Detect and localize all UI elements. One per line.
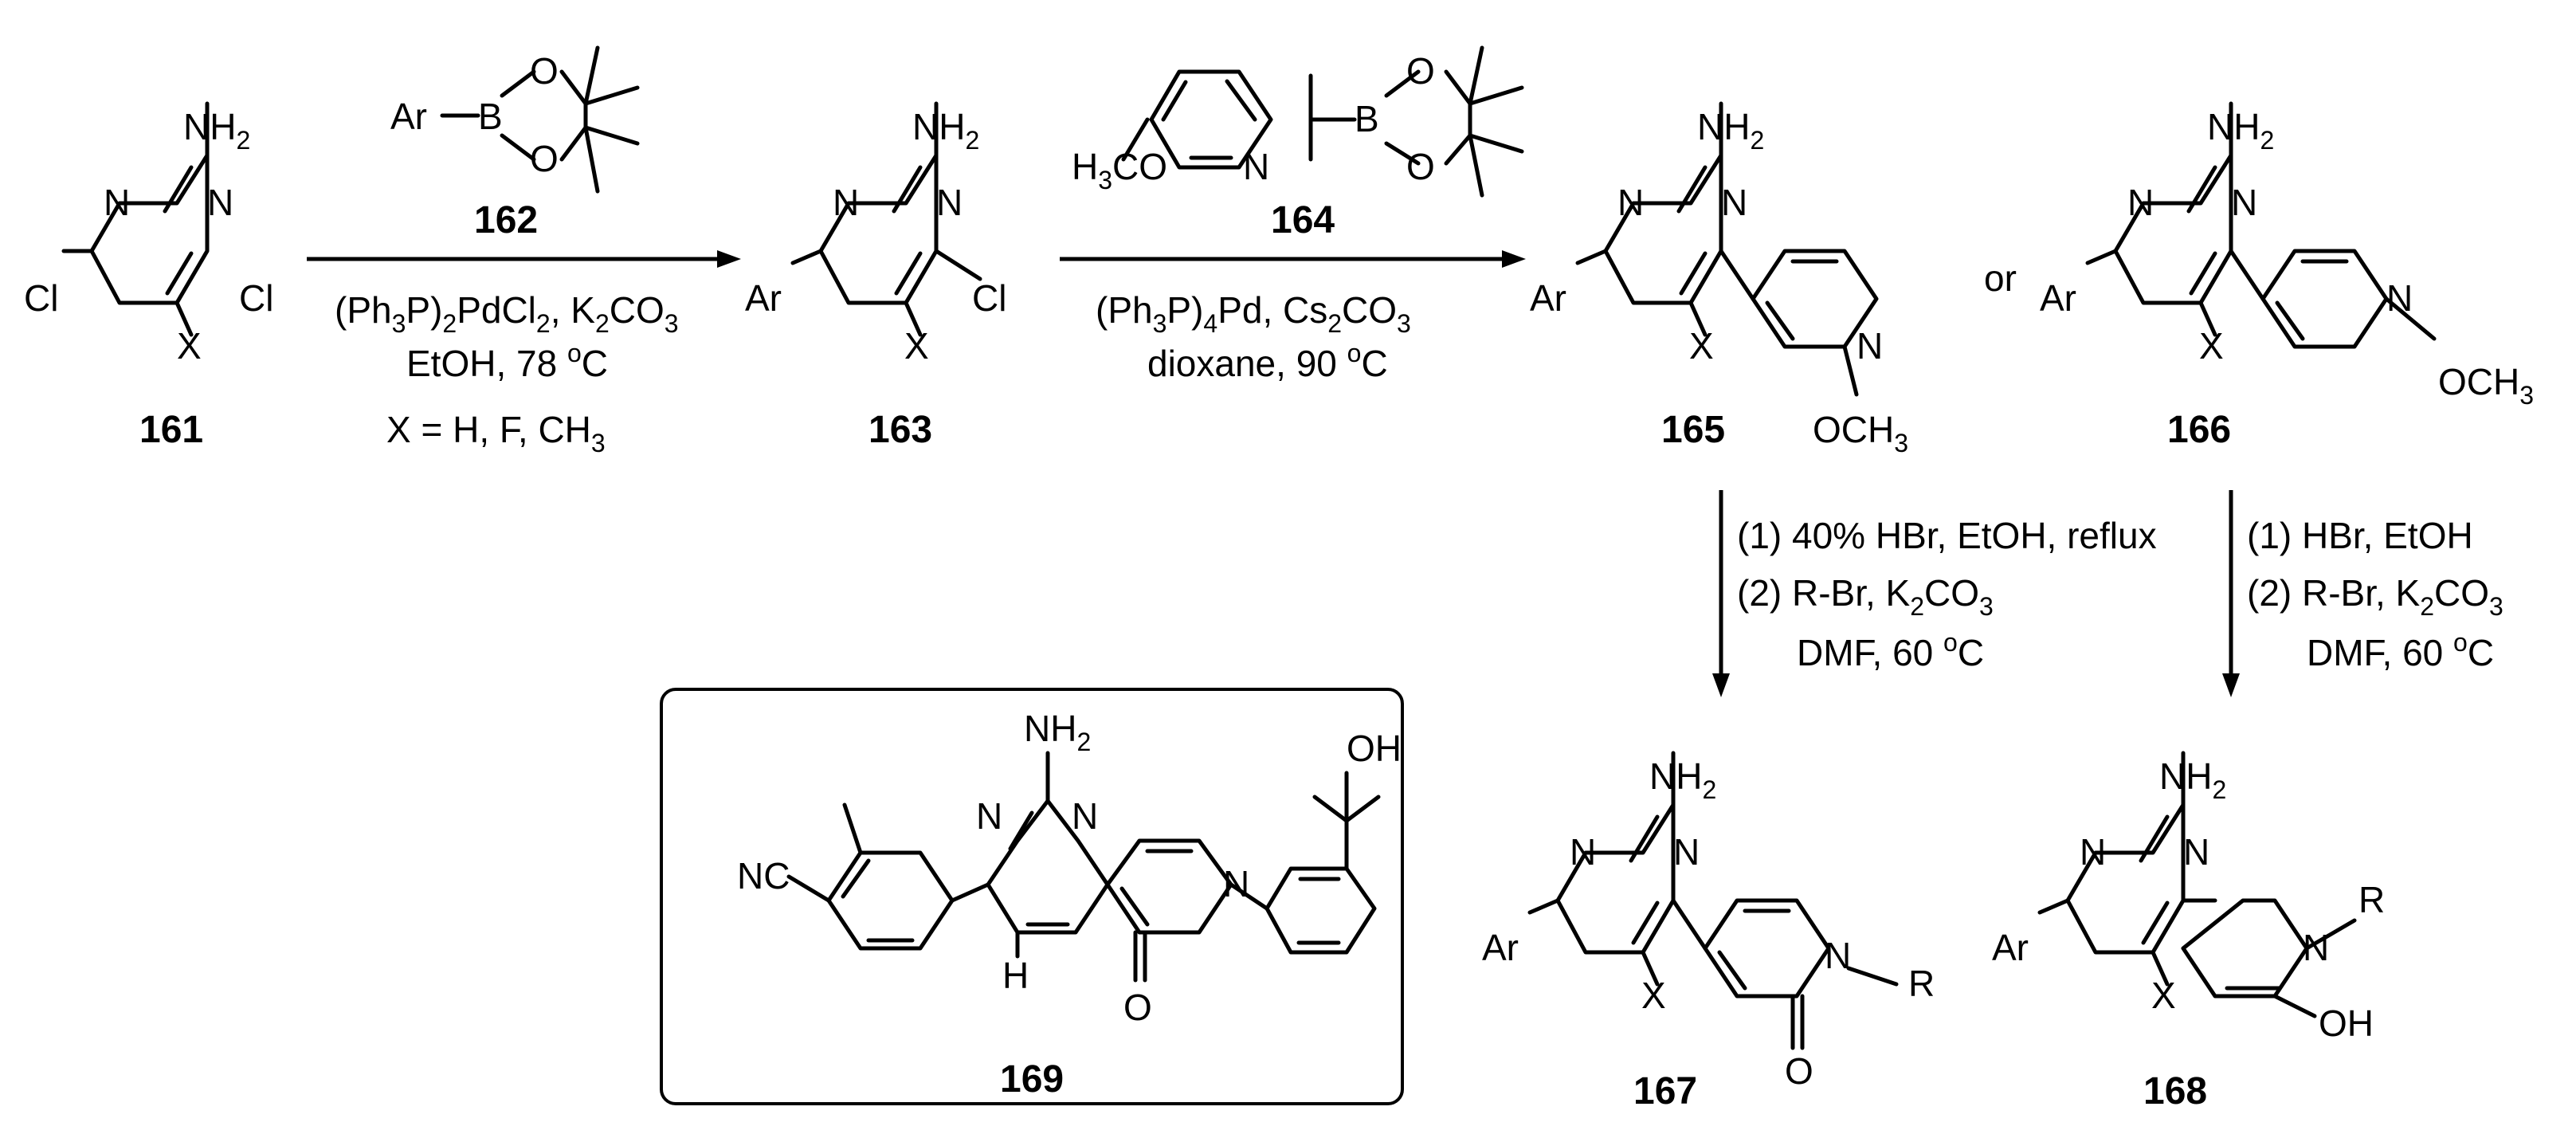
oxygen-label: O	[1123, 987, 1152, 1028]
x-substituent-label: X	[904, 325, 929, 367]
amine-label: NH2	[1649, 755, 1716, 804]
hydrogen-label: H	[1002, 955, 1029, 996]
nitrogen-label: N	[1721, 182, 1747, 223]
nitrogen-label: N	[1223, 863, 1249, 904]
conditions-step-1: (Ph3P)2PdCl2, K2CO3 EtOH, 78 oC X = H, F…	[335, 289, 679, 457]
x-substituent-label: X	[2151, 975, 2176, 1016]
aryl-label: Ar	[745, 277, 782, 319]
reaction-arrow-2	[1060, 250, 1526, 268]
compound-169-box: NH2 N N NC H N O OH 169	[660, 688, 1404, 1105]
oxygen-label: O	[1406, 146, 1435, 187]
nitrogen-label: N	[2386, 277, 2413, 319]
methoxy-label: OCH3	[2438, 361, 2534, 410]
compound-162: Ar B O O 162	[390, 45, 640, 241]
x-substituent-label: X	[177, 325, 202, 367]
chloro-label: Cl	[239, 277, 273, 319]
compound-number: 168	[2143, 1070, 2207, 1112]
nitrogen-label: N	[1570, 831, 1596, 873]
nitrogen-label: N	[2183, 831, 2209, 873]
reaction-arrow-3	[1712, 490, 1730, 697]
svg-text:dioxane, 90 oC: dioxane, 90 oC	[1147, 339, 1388, 384]
nitrogen-label: N	[2080, 831, 2106, 873]
nitrogen-label: N	[976, 795, 1002, 837]
r-group-label: R	[1908, 963, 1935, 1004]
svg-text:X = H, F, CH3: X = H, F, CH3	[386, 409, 606, 457]
nitrogen-label: N	[1617, 182, 1644, 223]
x-substituent-label: X	[2199, 325, 2224, 367]
nitrogen-label: N	[2231, 182, 2257, 223]
svg-text:EtOH, 78 oC: EtOH, 78 oC	[406, 339, 608, 384]
svg-text:(Ph3P)2PdCl2, K2CO3: (Ph3P)2PdCl2, K2CO3	[335, 289, 679, 338]
reaction-arrow-1	[307, 250, 741, 268]
x-substituent-label: X	[1689, 325, 1714, 367]
nitrogen-label: N	[1673, 831, 1700, 873]
compound-number: 166	[2167, 409, 2231, 451]
compound-166: NH2 N N Ar X N OCH3 166	[2040, 101, 2534, 451]
conditions-step-2: (Ph3P)4Pd, Cs2CO3 dioxane, 90 oC	[1096, 289, 1411, 384]
nitrogen-label: N	[936, 182, 963, 223]
reaction-arrow-4	[2222, 490, 2240, 697]
compound-number: 165	[1661, 409, 1725, 451]
oxygen-label: O	[530, 138, 559, 179]
nitrogen-label: N	[1072, 795, 1098, 837]
compound-number: 167	[1633, 1070, 1697, 1112]
conditions-step-4: (1) HBr, EtOH (2) R-Br, K2CO3 DMF, 60 oC	[2247, 515, 2503, 673]
svg-text:(Ph3P)4Pd, Cs2CO3: (Ph3P)4Pd, Cs2CO3	[1096, 289, 1411, 338]
compound-number: 169	[1000, 1058, 1064, 1101]
compound-number: 163	[868, 409, 932, 451]
nitrogen-label: N	[207, 182, 233, 223]
hydroxyl-label: OH	[1347, 728, 1402, 769]
svg-text:DMF, 60 oC: DMF, 60 oC	[2307, 628, 2494, 673]
svg-text:(2) R-Br, K2CO3: (2) R-Br, K2CO3	[1737, 572, 1994, 621]
nitrogen-label: N	[2303, 927, 2329, 968]
svg-text:DMF, 60 oC: DMF, 60 oC	[1797, 628, 1984, 673]
nitrogen-label: N	[833, 182, 859, 223]
aryl-label: Ar	[1530, 277, 1566, 319]
x-substituent-label: X	[1641, 975, 1666, 1016]
amine-label: NH2	[183, 106, 250, 155]
aryl-label: Ar	[1992, 927, 2029, 968]
aryl-label: Ar	[390, 96, 427, 137]
compound-168: NH2 N N Ar X N R OH 168	[1992, 751, 2385, 1112]
chloro-label: Cl	[24, 277, 58, 319]
oxygen-label: O	[1785, 1050, 1813, 1092]
nitrogen-label: N	[1243, 146, 1269, 187]
nitrogen-label: N	[1825, 935, 1851, 976]
conditions-step-3: (1) 40% HBr, EtOH, reflux (2) R-Br, K2CO…	[1737, 515, 2157, 673]
svg-text:(2) R-Br, K2CO3: (2) R-Br, K2CO3	[2247, 572, 2503, 621]
amine-label: NH2	[1697, 106, 1764, 155]
boron-label: B	[1355, 98, 1379, 139]
boron-label: B	[478, 96, 503, 137]
nitrogen-label: N	[1857, 325, 1883, 367]
compound-number: 161	[139, 409, 203, 451]
r-group-label: R	[2358, 879, 2385, 920]
compound-164: H3CO N B O O 164	[1072, 45, 1524, 241]
compound-161: NH2 N N Cl Cl X 161	[24, 101, 273, 451]
svg-text:(1) 40% HBr, EtOH, reflux: (1) 40% HBr, EtOH, reflux	[1737, 515, 2157, 556]
compound-165: NH2 N N Ar X N OCH3 165	[1530, 101, 1908, 457]
amine-label: NH2	[1024, 708, 1091, 756]
aryl-label: Ar	[2040, 277, 2076, 319]
methoxy-label: OCH3	[1813, 409, 1908, 457]
or-connector: or	[1984, 257, 2017, 299]
compound-number: 162	[474, 199, 538, 241]
svg-text:(1) HBr, EtOH: (1) HBr, EtOH	[2247, 515, 2473, 556]
amine-label: NH2	[912, 106, 979, 155]
amine-label: NH2	[2207, 106, 2274, 155]
oxygen-label: O	[530, 50, 559, 92]
aryl-label: Ar	[1482, 927, 1519, 968]
hydroxyl-label: OH	[2319, 1003, 2374, 1044]
amine-label: NH2	[2159, 755, 2226, 804]
oxygen-label: O	[1406, 50, 1435, 92]
nitrogen-label: N	[104, 182, 130, 223]
compound-number: 164	[1271, 199, 1335, 241]
nitrogen-label: N	[2127, 182, 2154, 223]
nitrile-label: NC	[737, 855, 790, 897]
methoxy-label: H3CO	[1072, 146, 1167, 194]
chloro-label: Cl	[972, 277, 1006, 319]
compound-167: NH2 N N Ar X N R O 167	[1482, 751, 1935, 1112]
compound-163: NH2 N N Ar Cl X 163	[745, 101, 1006, 451]
